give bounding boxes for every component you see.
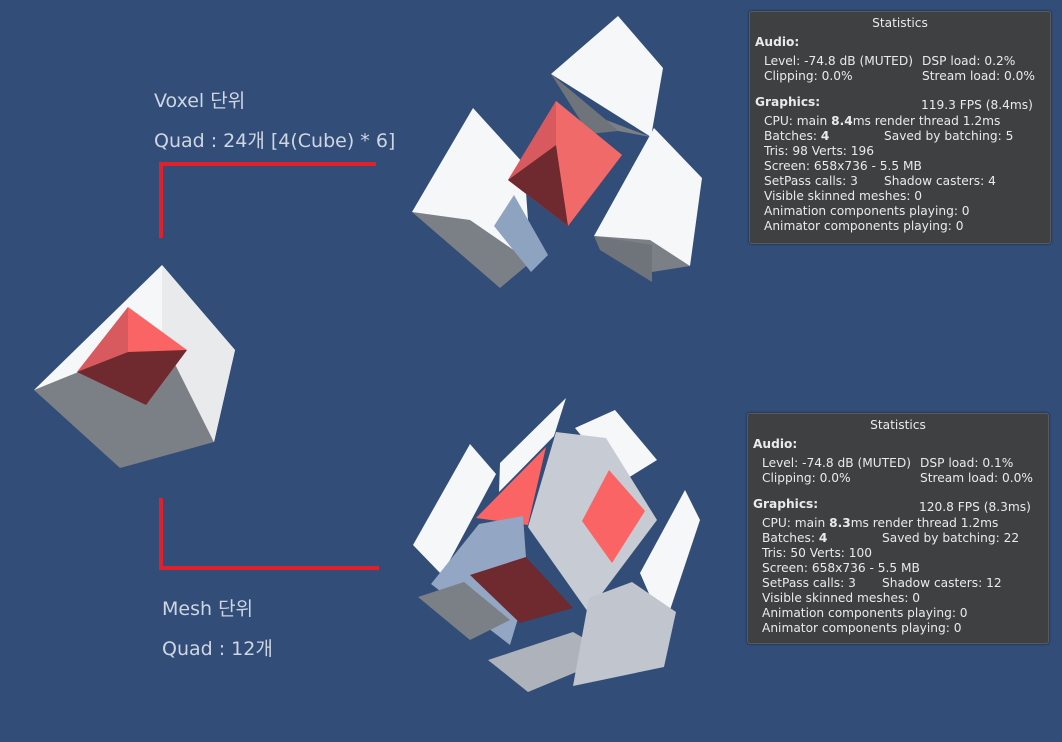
dsp-load: DSP load: 0.1% <box>920 456 1014 470</box>
mesh-exploded-quads <box>413 398 700 692</box>
setpass-calls: SetPass calls: 3 <box>764 174 858 188</box>
fps-readout: 119.3 FPS (8.4ms) <box>921 98 1033 112</box>
voxel-connector-line <box>159 162 376 238</box>
audio-clipping: Clipping: 0.0% <box>762 471 851 485</box>
mesh-title-label: Mesh 단위 <box>162 598 254 620</box>
setpass-calls: SetPass calls: 3 <box>762 576 856 590</box>
audio-header: Audio: <box>753 437 798 451</box>
voxel-title-label: Voxel 단위 <box>154 90 246 112</box>
saved-by-batching: Saved by batching: 22 <box>882 531 1020 545</box>
audio-clipping: Clipping: 0.0% <box>764 69 853 83</box>
stream-load: Stream load: 0.0% <box>920 471 1033 485</box>
animation-components: Animation components playing: 0 <box>762 606 968 620</box>
cpu-readout: CPU: main 8.3ms render thread 1.2ms <box>762 516 999 530</box>
statistics-panel-voxel: Statistics Audio: Level: -74.8 dB (MUTED… <box>749 11 1051 244</box>
tris-verts: Tris: 50 Verts: 100 <box>762 546 873 560</box>
statistics-title: Statistics <box>870 418 926 432</box>
saved-by-batching: Saved by batching: 5 <box>884 129 1014 143</box>
shadow-casters: Shadow casters: 4 <box>884 174 996 188</box>
voxel-exploded-cubes <box>412 16 702 288</box>
stream-load: Stream load: 0.0% <box>922 69 1035 83</box>
screen-info: Screen: 658x736 - 5.5 MB <box>762 561 920 575</box>
screen-info: Screen: 658x736 - 5.5 MB <box>764 159 922 173</box>
skinned-meshes: Visible skinned meshes: 0 <box>764 189 923 203</box>
fps-readout: 120.8 FPS (8.3ms) <box>919 500 1031 514</box>
mesh-quad-count-label: Quad : 12개 <box>162 638 273 660</box>
graphics-header: Graphics: <box>753 497 819 511</box>
audio-level: Level: -74.8 dB (MUTED) <box>762 456 912 470</box>
statistics-title: Statistics <box>872 16 928 30</box>
cpu-readout: CPU: main 8.4ms render thread 1.2ms <box>764 114 1001 128</box>
mesh-connector-line <box>159 498 379 570</box>
animation-components: Animation components playing: 0 <box>764 204 970 218</box>
audio-level: Level: -74.8 dB (MUTED) <box>764 54 914 68</box>
voxel-quad-count-label: Quad : 24개 [4(Cube) * 6] <box>154 130 396 152</box>
skinned-meshes: Visible skinned meshes: 0 <box>762 591 921 605</box>
batches-readout: Batches: 4 <box>762 531 828 545</box>
animator-components: Animator components playing: 0 <box>762 621 962 635</box>
shadow-casters: Shadow casters: 12 <box>882 576 1002 590</box>
statistics-panel-mesh: Statistics Audio: Level: -74.8 dB (MUTED… <box>747 413 1049 644</box>
dsp-load: DSP load: 0.2% <box>922 54 1016 68</box>
batches-readout: Batches: 4 <box>764 129 830 143</box>
combined-cube <box>34 265 235 468</box>
audio-header: Audio: <box>755 35 800 49</box>
graphics-header: Graphics: <box>755 95 821 109</box>
connector-lines <box>159 162 379 570</box>
tris-verts: Tris: 98 Verts: 196 <box>764 144 875 158</box>
animator-components: Animator components playing: 0 <box>764 219 964 233</box>
